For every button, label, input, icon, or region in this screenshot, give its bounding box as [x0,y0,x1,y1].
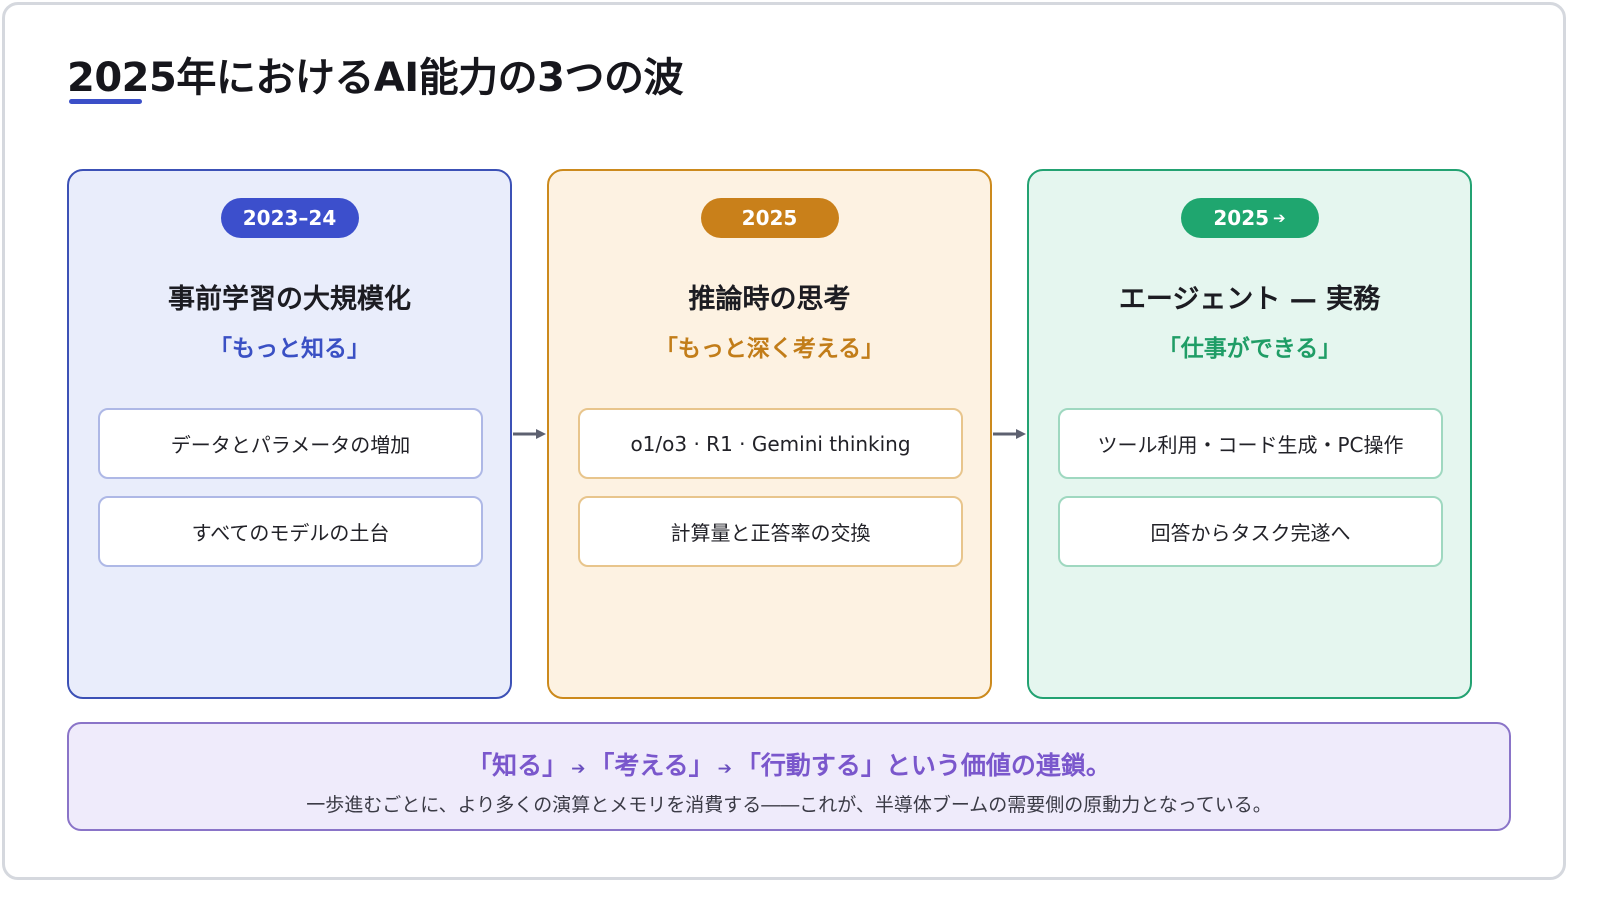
summary-headline: 「知る」➔「考える」➔「行動する」という価値の連鎖。 [69,746,1509,782]
wave-tagline: 「もっと深く考える」 [654,336,885,362]
wave-point: データとパラメータの増加 [98,408,483,479]
arrow-right-icon: ➔ [1273,209,1286,227]
summary-suffix: という価値の連鎖。 [885,751,1111,780]
wave-point: 計算量と正答率の交換 [578,496,963,567]
slide-title: 2025年におけるAI能力の3つの波 [67,55,684,101]
value-chain-summary: 「知る」➔「考える」➔「行動する」という価値の連鎖。 一歩進むごとに、より多くの… [67,722,1511,831]
wave-point: o1/o3 · R1 · Gemini thinking [578,408,963,479]
summary-body: 一歩進むごとに、より多くの演算とメモリを消費する――これが、半導体ブームの需要側… [306,794,1272,816]
wave-point: ツール利用・コード生成・PC操作 [1058,408,1443,479]
arrow-right-icon: ➔ [571,759,586,779]
arrow-right-icon [993,429,1026,439]
summary-step-act: 「行動する」 [735,751,886,780]
wave-tagline: 「仕事ができる」 [1157,336,1342,362]
summary-step-know: 「知る」 [467,751,568,780]
arrow-right-icon: ➔ [717,759,732,779]
wave-point: 回答からタスク完遂へ [1058,496,1443,567]
wave-card-reasoning: 2025 推論時の思考 「もっと深く考える」 o1/o3 · R1 · Gemi… [547,169,992,699]
wave-card-agents: 2025 ➔ エージェント — 実務 「仕事ができる」 ツール利用・コード生成・… [1027,169,1472,699]
arrow-right-icon [513,429,546,439]
wave-title: 推論時の思考 [688,284,851,315]
wave-badge: 2025 [700,198,839,238]
wave-badge-label: 2025 [741,206,798,230]
wave-point: すべてのモデルの土台 [98,496,483,567]
wave-badge: 2023–24 [220,198,359,238]
wave-badge: 2025 ➔ [1180,198,1319,238]
title-underline [69,99,142,104]
wave-badge-label: 2023–24 [242,206,337,230]
wave-card-pretraining: 2023–24 事前学習の大規模化 「もっと知る」 データとパラメータの増加 す… [67,169,512,699]
summary-step-think: 「考える」 [589,751,714,780]
wave-title: 事前学習の大規模化 [168,284,411,315]
wave-badge-label: 2025 [1213,206,1270,230]
wave-tagline: 「もっと知る」 [209,336,370,362]
wave-title: エージェント — 実務 [1118,284,1381,315]
slide: 2025年におけるAI能力の3つの波 2023–24 事前学習の大規模化 「もっ… [2,2,1566,880]
